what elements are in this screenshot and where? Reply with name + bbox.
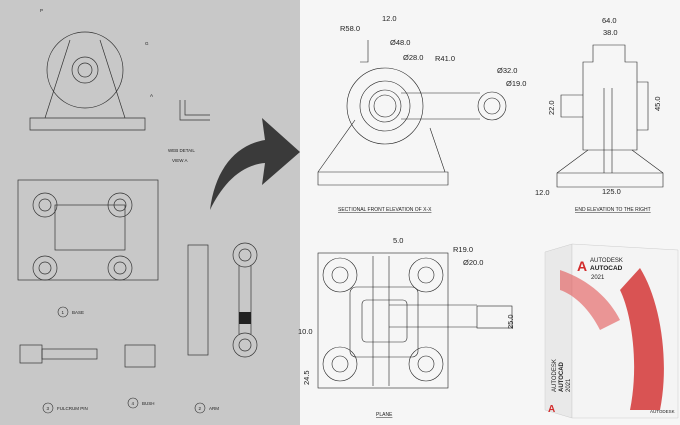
side-logo-icon: A	[548, 404, 555, 415]
arm-label: ARM	[209, 406, 219, 411]
plane-view	[317, 252, 513, 389]
dim-10: 10.0	[298, 327, 313, 336]
dim-25: 25.0	[506, 314, 515, 329]
box-side-brand: AUTODESK	[552, 359, 558, 392]
left-panel-bg	[0, 0, 300, 425]
dim-d48: Ø48.0	[390, 38, 410, 47]
dim-12-base: 12.0	[535, 188, 550, 197]
box-brand: AUTODESK	[590, 258, 623, 264]
dim-r41: R41.0	[435, 54, 455, 63]
dim-12: 12.0	[382, 14, 397, 23]
dim-r58: R58.0	[340, 24, 360, 33]
box-product: AUTOCAD	[590, 265, 623, 272]
dim-24-5: 24.5	[302, 370, 311, 385]
fulcrum-pin-label: FULCRUM PIN	[57, 406, 88, 411]
bush-number: 4	[132, 401, 135, 406]
dim-d28: Ø28.0	[403, 53, 423, 62]
dim-125: 125.0	[602, 187, 621, 196]
base-label: BASE	[72, 310, 84, 315]
box-side-year: 2021	[566, 378, 572, 392]
web-detail-label: WEB DETAIL	[168, 148, 195, 153]
dim-22: 22.0	[547, 100, 556, 115]
view-a-label: VIEW A	[172, 158, 188, 163]
bush-label: BUSH	[142, 401, 155, 406]
autocad-product-box: A AUTODESK AUTOCAD 2021 AUTODESK AUTOCAD…	[544, 243, 679, 419]
dim-64: 64.0	[602, 16, 617, 25]
front-elevation	[317, 40, 507, 186]
callout-p: P	[40, 8, 43, 13]
curved-arrow-icon	[210, 118, 300, 210]
dim-r19: R19.0	[453, 245, 473, 254]
box-footer: AUTODESK	[650, 409, 675, 414]
arm-hatch	[239, 312, 251, 324]
box-year: 2021	[591, 275, 605, 281]
dim-45: 45.0	[653, 96, 662, 111]
dim-d19: Ø19.0	[506, 79, 526, 88]
dim-5: 5.0	[393, 236, 403, 245]
fulcrum-pin-number: 3	[47, 406, 50, 411]
dim-d32: Ø32.0	[497, 66, 517, 75]
autocad-logo-icon: A	[577, 258, 587, 274]
base-number: 1	[62, 310, 65, 315]
plane-caption: PLANE	[376, 412, 393, 418]
end-elevation	[556, 44, 664, 188]
dim-d20: Ø20.0	[463, 258, 483, 267]
callout-g: G	[145, 41, 149, 46]
dim-38: 38.0	[603, 28, 618, 37]
hand-sketch	[17, 31, 258, 368]
arm-number: 2	[199, 406, 202, 411]
end-elevation-caption: END ELEVATION TO THE RIGHT	[575, 207, 651, 213]
box-side-product: AUTOCAD	[559, 361, 565, 392]
callout-a: A	[150, 93, 153, 98]
front-elevation-caption: SECTIONAL FRONT ELEVATION OF X-X	[338, 207, 432, 213]
